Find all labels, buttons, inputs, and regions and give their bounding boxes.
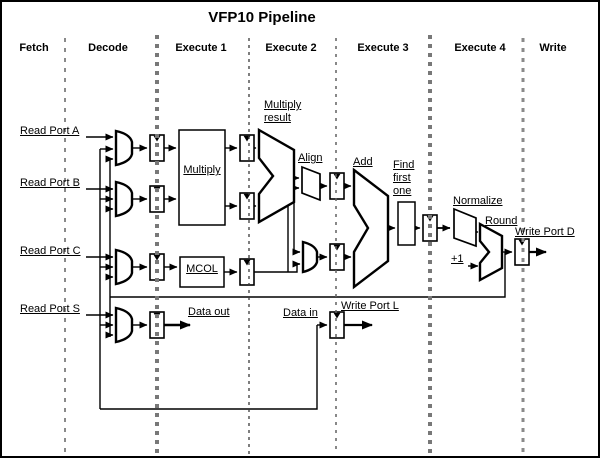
label-read-port-a: Read Port A <box>20 125 80 137</box>
register-write-port-l <box>329 311 345 339</box>
register-mul-hi <box>239 134 255 162</box>
label-align: Align <box>298 152 323 164</box>
label-read-port-b: Read Port B <box>20 177 80 189</box>
stage-execute1: Execute 1 <box>175 42 227 54</box>
mux-read-b <box>114 180 134 218</box>
function-units <box>178 127 504 290</box>
label-mcol: MCOL <box>186 263 218 275</box>
register-mcol <box>239 258 255 286</box>
mux-read-a <box>114 129 134 167</box>
figure-title: VFP10 Pipeline <box>208 9 316 26</box>
stage-execute2: Execute 2 <box>265 42 317 54</box>
label-find-first-one: Find first one <box>393 159 415 197</box>
data-in-bottom-route <box>100 325 318 410</box>
mux-add-lower <box>301 240 319 274</box>
mcol-block <box>179 256 225 288</box>
stage-write: Write <box>539 42 567 54</box>
label-round: Round <box>485 215 518 227</box>
stage-execute3: Execute 3 <box>357 42 409 54</box>
label-read-port-s: Read Port S <box>20 303 80 315</box>
round-unit <box>478 221 504 283</box>
label-data-in: Data in <box>283 307 318 319</box>
add-unit <box>352 167 390 290</box>
mux-read-c <box>114 248 134 286</box>
register-add-lower <box>329 243 345 271</box>
wire-mcol-to-lower-mux <box>254 260 301 273</box>
mux-read-s <box>114 306 134 344</box>
register-mul-lo <box>239 192 255 220</box>
stage-fetch: Fetch <box>19 42 49 54</box>
stage-dividers <box>64 35 525 454</box>
label-plus-one: +1 <box>451 253 464 265</box>
register-align <box>329 172 345 200</box>
wires <box>86 133 547 410</box>
label-multiply: Multiply <box>183 164 221 176</box>
label-add: Add <box>353 156 373 168</box>
register-c <box>149 253 165 281</box>
stage-decode: Decode <box>88 42 128 54</box>
label-normalize: Normalize <box>453 195 503 207</box>
label-write-port-l: Write Port L <box>341 300 399 312</box>
register-a <box>149 134 165 162</box>
align-shifter <box>301 165 321 202</box>
multiply-block <box>178 129 226 226</box>
label-data-out: Data out <box>188 306 230 318</box>
label-multiply-result: Multiply result <box>264 99 302 124</box>
normalize-shifter <box>453 207 477 248</box>
label-write-port-d: Write Port D <box>515 226 575 238</box>
muxes <box>114 129 319 344</box>
stage-execute4: Execute 4 <box>454 42 506 54</box>
label-read-port-c: Read Port C <box>20 245 81 257</box>
find-first-one-block <box>397 201 416 246</box>
round-feedback-route <box>110 252 506 298</box>
multiply-result-unit <box>257 127 296 225</box>
